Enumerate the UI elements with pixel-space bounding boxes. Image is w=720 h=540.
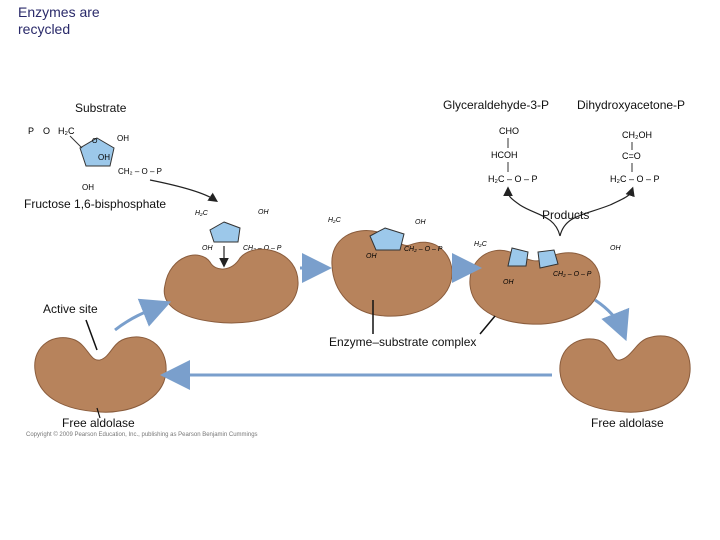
active-site-pointer bbox=[85, 319, 98, 351]
cycle-arrow-3 bbox=[594, 298, 630, 342]
free-aldolase-left-label: Free aldolase bbox=[62, 416, 135, 430]
substrate-bound: H₂C OH CH₂ – O – P OH bbox=[328, 217, 443, 260]
enzyme-2 bbox=[331, 230, 453, 317]
dhap-ch2oh: CH₂OH bbox=[622, 130, 652, 140]
complex-label: Enzyme–substrate complex bbox=[329, 335, 477, 349]
bound-mol-oh2: OH bbox=[366, 253, 377, 260]
small-mol-1-text: H₂C bbox=[195, 210, 209, 217]
split-mol-oh2: OH bbox=[503, 279, 514, 286]
g3p-h2cop: H₂C – O – P bbox=[488, 174, 538, 184]
substrate-label: Substrate bbox=[75, 101, 127, 115]
slide-title: Enzymes are recycled bbox=[18, 4, 100, 37]
products-label: Products bbox=[542, 208, 590, 222]
bound-mol-oh: OH bbox=[415, 219, 426, 226]
enzyme-1 bbox=[163, 248, 299, 324]
enzyme-shapes bbox=[34, 230, 691, 413]
split-mol-text: H₂C bbox=[474, 241, 488, 248]
g3p-cho: CHO bbox=[499, 126, 519, 136]
fructose-o-text: O bbox=[43, 126, 50, 136]
fructose-h2c-text: H₂C bbox=[58, 126, 75, 136]
substrate-small-1: H₂C OH CH₂ – O – P OH bbox=[195, 209, 282, 252]
g3p-label: Glyceraldehyde-3-P bbox=[443, 98, 550, 112]
enzyme-5 bbox=[559, 335, 691, 413]
complex-pointer-right bbox=[479, 315, 496, 335]
fructose-molecule: P O H₂C O OH OH CH₂ – O – P OH bbox=[28, 126, 162, 192]
dhap-ceqo: C=O bbox=[622, 151, 641, 161]
fructose-p-text: P bbox=[28, 126, 34, 136]
fructose-ring-o-text: O bbox=[92, 138, 98, 145]
small-mol-1-oh: OH bbox=[258, 209, 269, 216]
g3p-hcoh: HCOH bbox=[491, 150, 518, 160]
cycle-arrow-4 bbox=[114, 298, 172, 332]
products-arrow-right bbox=[559, 186, 635, 237]
products-arrow-left bbox=[503, 186, 561, 237]
small-mol-1-oh2: OH bbox=[202, 245, 213, 252]
fructose-label: Fructose 1,6-bisphosphate bbox=[24, 197, 167, 211]
copyright-text: Copyright © 2009 Pearson Education, Inc.… bbox=[26, 432, 258, 438]
fructose-oh3-text: OH bbox=[82, 183, 94, 192]
dhap-h2cop: H₂C – O – P bbox=[610, 174, 660, 184]
fructose-oh1-text: OH bbox=[117, 134, 129, 143]
free-left-pointer bbox=[96, 407, 101, 419]
small-mol-1-ch2: CH₂ – O – P bbox=[243, 245, 282, 252]
free-aldolase-right-label: Free aldolase bbox=[591, 416, 664, 430]
dhap-label: Dihydroxyacetone-P bbox=[577, 98, 686, 112]
enzyme-4 bbox=[34, 336, 167, 413]
binding-arrow bbox=[149, 179, 218, 202]
fructose-ch2op-text: CH₂ – O – P bbox=[118, 167, 162, 176]
active-site-label: Active site bbox=[43, 302, 98, 316]
bound-mol-text: H₂C bbox=[328, 217, 342, 224]
enzyme-3 bbox=[469, 249, 601, 325]
fructose-oh2-text: OH bbox=[98, 153, 110, 162]
g3p-structure: CHO HCOH H₂C – O – P bbox=[488, 126, 538, 184]
substrate-split: H₂C OH CH₂ – O – P OH bbox=[474, 241, 621, 286]
split-mol-oh: OH bbox=[610, 245, 621, 252]
bound-mol-ch2: CH₂ – O – P bbox=[404, 246, 443, 253]
dhap-structure: CH₂OH C=O H₂C – O – P bbox=[610, 130, 660, 184]
split-mol-ch2: CH₂ – O – P bbox=[553, 271, 592, 278]
